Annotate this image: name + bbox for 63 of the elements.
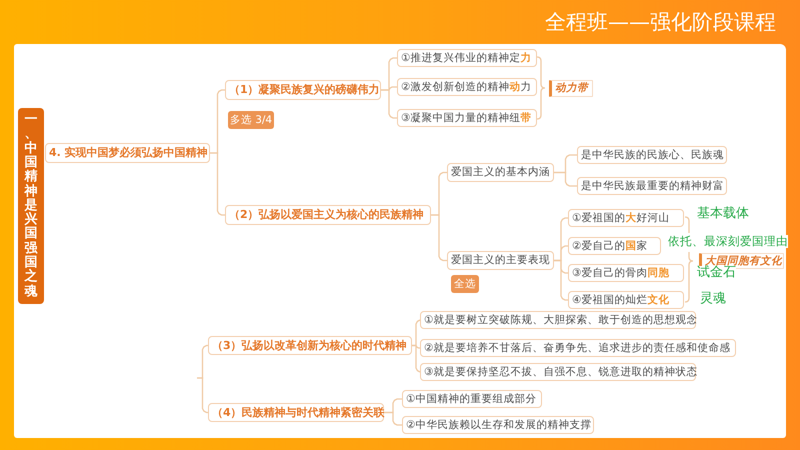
node-text: ③就是要保持坚忍不拔、自强不息、锐意进取的精神状态 — [424, 366, 698, 378]
node-text: ③凝聚中国力量的精神纽带 — [401, 112, 532, 124]
connector-line — [412, 344, 421, 373]
node-text: ①就是要树立突破陈规、大胆探索、敢于创造的思想观念 — [424, 314, 698, 326]
node-text: ②中华民族赖以生存和发展的精神支撑 — [406, 418, 592, 432]
node-text: ④爱祖国的灿烂文化 — [572, 294, 670, 306]
leaf-box — [397, 78, 537, 96]
node-text: ②就是要培养不甘落后、奋勇争先、追求进步的责任感和使命感 — [424, 342, 730, 354]
leaf-box — [568, 209, 684, 227]
branch-box — [208, 403, 384, 422]
leaf-box — [402, 390, 542, 408]
subtopic-box — [447, 163, 554, 182]
leaf-box — [568, 237, 661, 255]
connector-line — [431, 214, 447, 262]
leaf-box — [420, 311, 696, 329]
topic-banner — [18, 108, 44, 304]
note-tag — [549, 80, 593, 97]
connector-line — [554, 172, 577, 187]
banner-text: 一、中国精神是兴国强国之魂 — [24, 113, 38, 299]
subtopic-box — [447, 251, 554, 270]
node-text: ②激发创新创造的精神动力 — [401, 80, 532, 94]
node-text: 是中华民族最重要的精神财富 — [581, 180, 724, 192]
node-text: ①推进复兴伟业的精神定力 — [401, 52, 532, 64]
annotation-text: 灵魂 — [700, 292, 726, 307]
choice-tag — [451, 275, 479, 293]
branch-box — [208, 336, 412, 355]
node-text: 爱国主义的基本内涵 — [451, 166, 550, 179]
node-text: 是中华民族的民族心、民族魂 — [581, 148, 724, 162]
leaf-box — [577, 177, 727, 195]
node-text: 爱国主义的主要表现 — [451, 254, 550, 267]
note-text: 动力带 — [555, 82, 588, 95]
leaf-box — [420, 363, 696, 381]
connector-line — [384, 412, 402, 426]
annotation-text: 依托、最深刻爱国理由 — [668, 235, 788, 248]
node-text: （3）弘扬以改革创新为核心的时代精神 — [212, 338, 407, 352]
annotation-text: 试金石 — [697, 266, 736, 281]
node-text: （1）凝聚民族复兴的磅礴伟力 — [229, 83, 380, 97]
node-text: 4. 实现中国梦必须弘扬中国精神 — [49, 146, 208, 160]
note-text: 大国同胞有文化 — [705, 254, 782, 267]
leaf-box — [397, 49, 537, 67]
connector-line — [381, 89, 397, 119]
node-text: ②爱自己的国家 — [572, 240, 648, 252]
leaf-box — [397, 109, 537, 127]
annotation-text: 基本载体 — [697, 207, 749, 222]
connector-line — [210, 152, 225, 216]
connector-line — [197, 377, 208, 414]
branch-box — [225, 80, 381, 100]
leaf-box — [568, 291, 684, 309]
page-title: 全程班——强化阶段课程 — [545, 9, 776, 35]
leaf-box — [402, 416, 594, 434]
tag-text: 全选 — [454, 278, 476, 290]
branch-box — [225, 205, 431, 225]
leaf-box — [577, 146, 727, 164]
node-text: （4）民族精神与时代精神紧密关联 — [212, 406, 385, 420]
node-text: （2）弘扬以爱国主义为核心的民族精神 — [229, 208, 424, 222]
leaf-box — [568, 264, 684, 282]
tag-text: 多选 3/4 — [230, 114, 272, 126]
node-text: ①中国精神的重要组成部分 — [406, 392, 536, 406]
node-text: ③爱自己的骨肉同胞 — [572, 266, 670, 280]
node-text: ①爱祖国的大好河山 — [572, 212, 670, 224]
topic-box — [45, 143, 210, 163]
connector-line — [554, 260, 568, 301]
leaf-box — [420, 339, 736, 357]
